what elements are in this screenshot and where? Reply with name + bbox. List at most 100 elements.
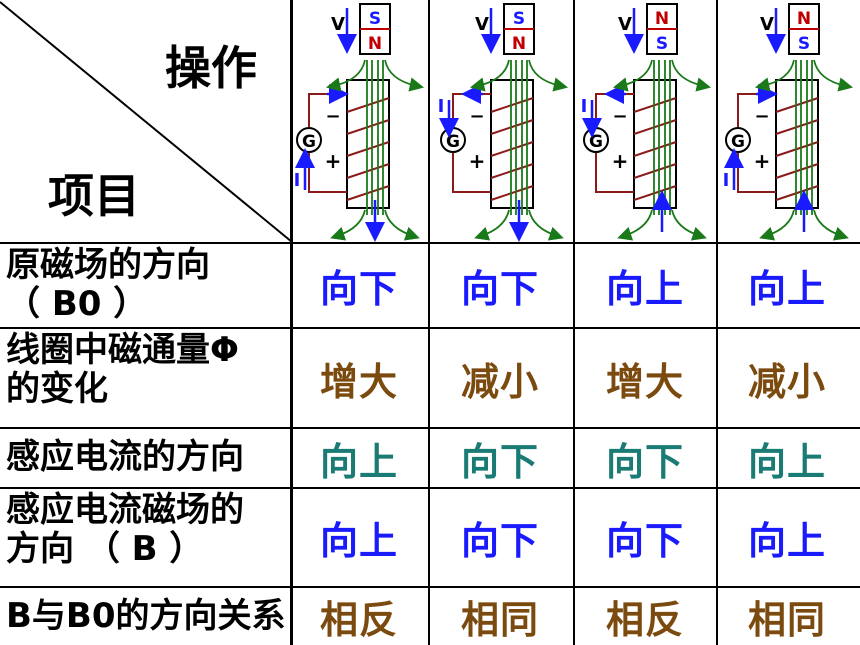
minus-sign: − [469, 106, 484, 127]
circuit-wire [452, 152, 491, 193]
table-cell: 向下 [319, 267, 398, 311]
table-cell: 减小 [460, 359, 539, 404]
grid-line [290, 0, 293, 645]
magnet-coil-diagram: V SN G− + I [438, 3, 569, 242]
field-line [617, 209, 653, 241]
table-cell: 相反 [319, 598, 398, 642]
row-label: 原磁场的方向（ B0 ） [6, 245, 210, 324]
grid-line [428, 0, 430, 645]
coil-winding [490, 119, 534, 135]
magnet-top-pole: S [369, 9, 381, 29]
row-label-line: 方向 （ B ） [6, 529, 204, 570]
coil-winding [633, 141, 677, 157]
magnet-bottom-pole: S [798, 34, 810, 54]
current-label: I [581, 96, 588, 117]
table-cell: 向上 [747, 267, 826, 311]
table-cell: 向下 [460, 519, 539, 563]
table-cell: 向上 [319, 439, 398, 484]
field-line [469, 59, 510, 92]
grid-line [0, 427, 860, 429]
coil-winding [346, 97, 390, 113]
galvanometer-label: G [589, 132, 603, 152]
field-line [759, 209, 795, 241]
current-label: I [723, 170, 730, 191]
galvanometer-label: G [731, 132, 745, 152]
velocity-label: V [618, 14, 632, 35]
table-cell: 相同 [460, 598, 539, 642]
row-label-line: 线圈中磁通量Φ [6, 330, 239, 370]
circuit-wire [595, 152, 634, 193]
coil-winding [633, 97, 677, 113]
current-label: I [438, 96, 445, 117]
plus-sign: + [754, 149, 771, 173]
field-line [813, 209, 849, 241]
table-cell: 向上 [319, 519, 398, 563]
grid-line [0, 327, 860, 329]
velocity-label: V [475, 14, 489, 35]
coil-winding [775, 141, 819, 157]
coil-winding [346, 185, 390, 201]
table-cell: 向下 [460, 439, 539, 484]
table-cell: 减小 [747, 359, 826, 404]
field-line [612, 59, 653, 92]
table-cell: 向下 [605, 519, 684, 563]
row-label-line: 的变化 [6, 369, 108, 410]
current-label: I [294, 170, 301, 191]
grid-line [0, 242, 860, 244]
table-cell: 相反 [605, 598, 684, 642]
coil-winding [633, 119, 677, 135]
magnet-top-pole: S [513, 9, 525, 29]
coil-winding [490, 141, 534, 157]
header-item: 项目 [48, 169, 140, 223]
magnet-bottom-pole: S [656, 34, 668, 54]
coil-winding [490, 97, 534, 113]
row-label-line: 原磁场的方向 [6, 245, 210, 285]
minus-sign: − [325, 106, 340, 127]
table-cell: 相同 [747, 598, 826, 642]
row-label: B与B0的方向关系 [6, 595, 286, 636]
plus-sign: + [469, 149, 486, 173]
field-line [330, 209, 366, 241]
field-line [671, 59, 712, 92]
plus-sign: + [325, 149, 342, 173]
coil-winding [346, 141, 390, 157]
magnet-bottom-pole: N [512, 34, 526, 54]
minus-sign: − [754, 106, 769, 127]
coil-winding [490, 163, 534, 179]
table-cell: 向上 [747, 519, 826, 563]
grid-line [0, 487, 860, 489]
field-line [671, 209, 707, 241]
minus-sign: − [612, 106, 627, 127]
grid-line [716, 0, 718, 645]
table-cell: 向下 [460, 267, 539, 311]
field-line [528, 59, 569, 92]
grid-line [0, 586, 860, 588]
coil-winding [775, 163, 819, 179]
velocity-label: V [760, 14, 774, 35]
table-cell: 增大 [605, 359, 684, 404]
coil-winding [775, 119, 819, 135]
magnet-top-pole: N [655, 9, 669, 29]
row-label-line: 感应电流磁场的 [6, 490, 244, 530]
field-line [754, 59, 795, 92]
table-cell: 向上 [747, 439, 826, 484]
field-line [528, 209, 564, 241]
row-label: 感应电流的方向 [6, 437, 244, 477]
field-line [384, 59, 425, 92]
coil-winding [346, 119, 390, 135]
grid-line [573, 0, 575, 645]
galvanometer-label: G [446, 132, 460, 152]
field-line [325, 59, 366, 92]
magnet-bottom-pole: N [368, 34, 382, 54]
header-diagonal [0, 1, 292, 243]
field-line [474, 209, 510, 241]
header-operation: 操作 [165, 41, 257, 95]
coil-winding [633, 163, 677, 179]
coil-winding [490, 185, 534, 201]
field-line [813, 59, 854, 92]
